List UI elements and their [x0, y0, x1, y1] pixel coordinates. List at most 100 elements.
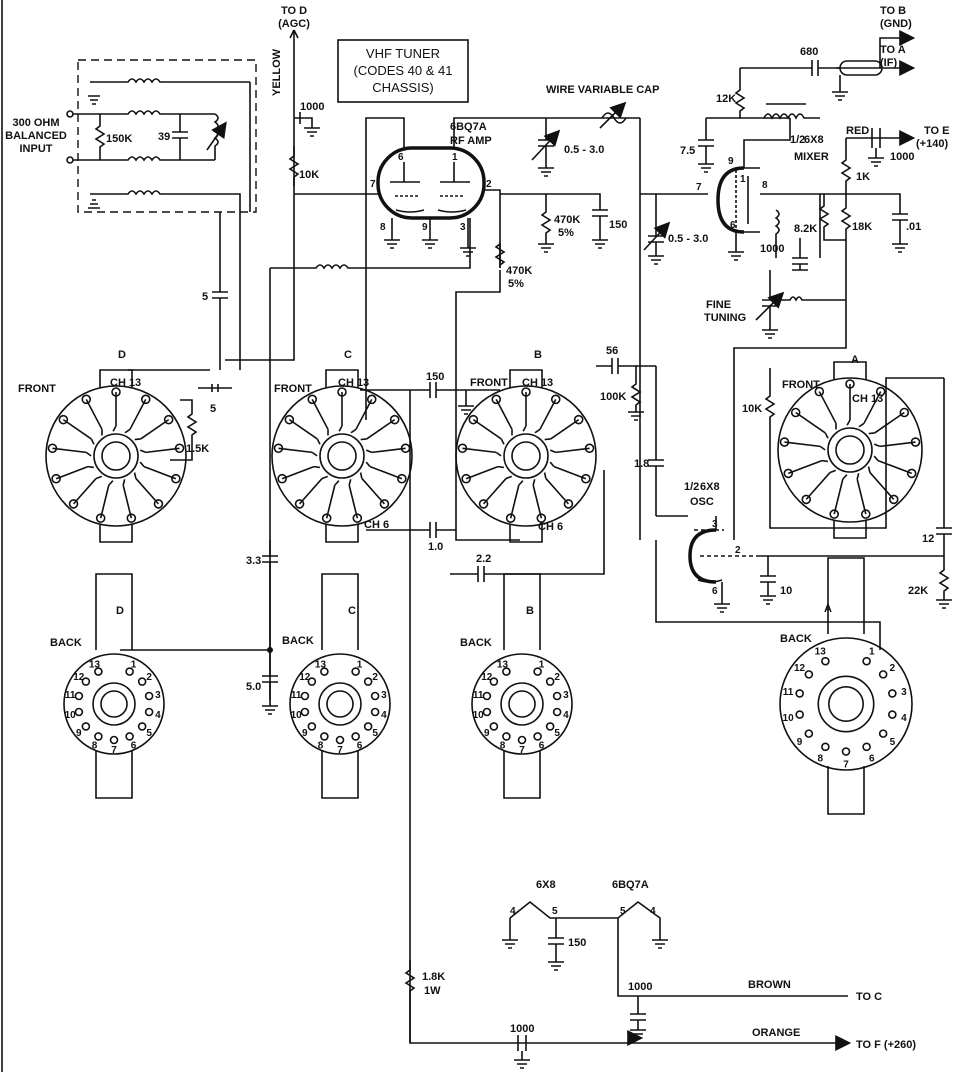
- back-contact: [320, 667, 329, 676]
- back-number: 13: [315, 659, 327, 670]
- back-contact: [137, 722, 147, 731]
- mix-pin6: 6: [730, 220, 736, 231]
- wafer-contact: [321, 513, 332, 523]
- back-number: 4: [155, 710, 161, 721]
- back-number: 10: [65, 710, 77, 721]
- wafer-spoke: [874, 411, 905, 434]
- back-contact: [502, 732, 511, 741]
- rf-pin6: 6: [398, 152, 404, 163]
- wafer-spoke-tip: [139, 449, 147, 454]
- wafer-contact: [58, 414, 69, 425]
- back-contact: [94, 667, 103, 676]
- wafer-contact: [294, 499, 305, 509]
- ch13-d: CH 13: [110, 377, 141, 389]
- wafer-contact: [171, 473, 181, 484]
- brown-wire-label: BROWN: [748, 979, 791, 991]
- ch6-b: CH 6: [538, 521, 563, 533]
- back-number: 7: [337, 745, 343, 756]
- back-number: 2: [554, 672, 560, 683]
- wafer-spoke-tip: [544, 438, 551, 441]
- ch6-c: CH 6: [364, 519, 389, 531]
- label-c01: .01: [906, 221, 921, 233]
- wafer-contact: [81, 394, 92, 405]
- mix-pin8: 8: [762, 180, 768, 191]
- title-box: VHF TUNER (CODES 40 & 41 CHASSIS): [337, 39, 469, 103]
- back-number: 6: [539, 741, 545, 752]
- back-number: 12: [299, 672, 311, 683]
- back-contact: [74, 707, 84, 717]
- label-c3-3: 3.3: [246, 555, 261, 567]
- heater-p4a: 4: [510, 906, 516, 917]
- wafer-contact: [829, 509, 840, 519]
- wafer-spoke-tip: [134, 438, 141, 441]
- back-contact: [804, 670, 814, 679]
- wafer-spoke: [129, 398, 147, 430]
- wafer-spoke-tip: [90, 438, 95, 445]
- osc-pin2: 2: [735, 545, 741, 556]
- back-contact: [795, 689, 804, 698]
- wafer-spoke-tip: [867, 466, 871, 473]
- wafer-spoke: [278, 447, 313, 454]
- back-contact: [351, 732, 360, 741]
- mixer-type: 6X8: [804, 134, 824, 146]
- label-c150-rf: 150: [609, 219, 627, 231]
- back-contact: [144, 691, 154, 701]
- back-body: [63, 653, 165, 755]
- wafer-hub: [93, 433, 139, 479]
- back-number: 6: [357, 741, 363, 752]
- back-number: 11: [473, 690, 484, 701]
- wafer-tab: [833, 520, 867, 539]
- wafer-spoke-tip: [846, 419, 851, 426]
- back-number: 3: [563, 690, 569, 701]
- back-number: 5: [372, 728, 378, 739]
- wafer-spoke-tip: [313, 465, 321, 469]
- back-tab: [827, 766, 865, 815]
- wafer-contact: [491, 394, 502, 405]
- back-tab: [321, 573, 359, 650]
- back-contact: [821, 656, 830, 666]
- back-contact: [878, 729, 888, 738]
- label-c1-0: 1.0: [428, 541, 443, 553]
- wafer-spoke-tip: [824, 432, 829, 439]
- wafer-spoke: [555, 447, 590, 454]
- wafer-tab: [325, 369, 359, 388]
- wafer-spoke: [784, 441, 821, 448]
- back-tab: [503, 573, 541, 650]
- wafer-spoke: [532, 484, 543, 519]
- back-number: 12: [794, 663, 806, 674]
- back-contact: [144, 707, 154, 717]
- wafer-spoke: [833, 478, 844, 515]
- back-number: 13: [497, 659, 509, 670]
- label-c12: 12: [922, 533, 934, 545]
- wafer-contact: [389, 414, 400, 425]
- back-contact: [94, 732, 103, 741]
- wafer-spoke: [371, 447, 406, 454]
- wafer-hub: [503, 433, 549, 479]
- wafer-contact: [366, 394, 377, 405]
- back-hub: [817, 675, 875, 733]
- wafer-tab: [509, 524, 543, 543]
- back-number: 1: [131, 659, 137, 670]
- wafer-b-letter: B: [534, 349, 542, 361]
- back-number: 13: [89, 659, 101, 670]
- wafer-spoke-tip: [124, 428, 131, 434]
- back-contact: [888, 710, 897, 719]
- back-tab: [95, 573, 133, 650]
- wafer-contact: [352, 513, 363, 523]
- wafer-a-letter: A: [851, 354, 859, 366]
- wafer-spoke: [869, 471, 895, 500]
- back-number: 4: [901, 713, 907, 724]
- label-r10k-rf: 10K: [299, 169, 319, 181]
- wafer-body: [45, 385, 187, 527]
- wafer-contact: [379, 499, 390, 509]
- wafer-hub: [827, 427, 873, 473]
- osc-pin6: 6: [712, 586, 718, 597]
- wafer-contact: [581, 473, 591, 484]
- back-label-c: BACK: [282, 635, 314, 647]
- back-contact: [482, 691, 492, 701]
- wafer-c-letter: C: [344, 349, 352, 361]
- wafer-spoke: [140, 418, 170, 440]
- back-number: 9: [302, 728, 308, 739]
- rf-tube-type: 6BQ7A: [450, 121, 487, 133]
